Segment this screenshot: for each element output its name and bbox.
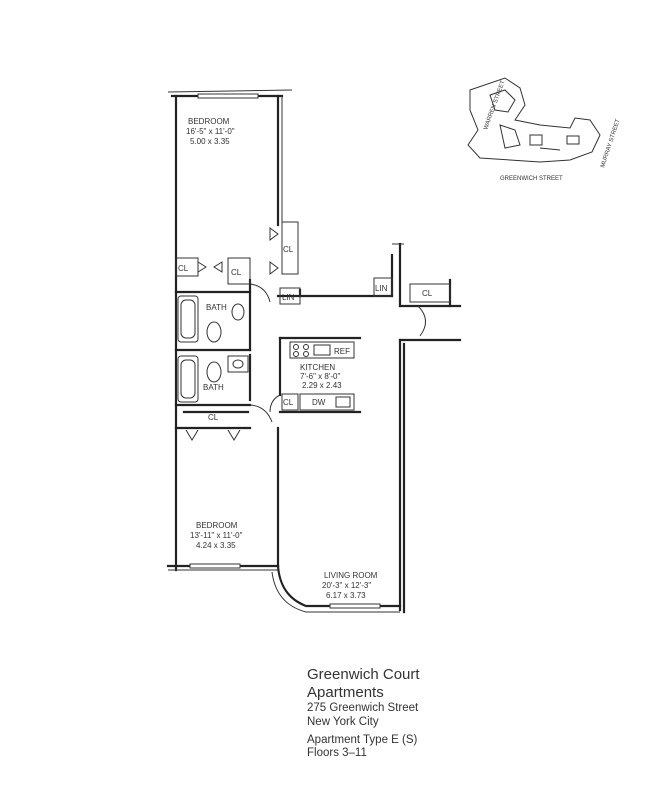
window-bedroom2 xyxy=(189,563,241,569)
closet-label-6: CL xyxy=(283,398,294,407)
kitchen-name: KITCHEN xyxy=(300,363,335,372)
bath1-name: BATH xyxy=(206,303,227,312)
closet-label-4: CL xyxy=(422,289,433,298)
living-dim-metric: 6.17 x 3.73 xyxy=(326,591,366,600)
room-living: LIVING ROOM 20'-3" x 12'-3" 6.17 x 3.73 xyxy=(322,571,378,600)
kitchen-dim-metric: 2.29 x 2.43 xyxy=(302,381,342,390)
caption-title-2: Apartments xyxy=(307,684,384,701)
key-plan: WARREN STREET MURRAY STREET GREENWICH ST… xyxy=(467,77,622,182)
bedroom1-dim-imperial: 16'-5" x 11'-0" xyxy=(186,127,235,136)
caption-city: New York City xyxy=(307,715,379,728)
window-living xyxy=(329,603,381,609)
room-bedroom1: BEDROOM 16'-5" x 11'-0" 5.00 x 3.35 xyxy=(186,117,235,146)
bedroom2-dim-metric: 4.24 x 3.35 xyxy=(196,541,236,550)
linen-label-2: LIN xyxy=(375,284,388,293)
ref-label: REF xyxy=(334,347,350,356)
key-street-east: MURRAY STREET xyxy=(600,118,622,168)
closet-label-3: CL xyxy=(231,268,242,277)
kitchen-dim-imperial: 7'-6" x 8'-0" xyxy=(300,372,340,381)
room-bedroom2: BEDROOM 13'-11" x 11'-0" 4.24 x 3.35 xyxy=(190,521,243,550)
bedroom2-dim-imperial: 13'-11" x 11'-0" xyxy=(190,531,243,540)
key-street-south: GREENWICH STREET xyxy=(500,176,563,182)
living-dim-imperial: 20'-3" x 12'-3" xyxy=(322,581,371,590)
bedroom1-name: BEDROOM xyxy=(188,117,230,126)
bedroom2-name: BEDROOM xyxy=(196,521,238,530)
dw-label: DW xyxy=(312,398,326,407)
caption-apt-type: Apartment Type E (S) xyxy=(307,733,418,746)
caption-address: 275 Greenwich Street xyxy=(307,702,419,714)
key-street-west: WARREN STREET xyxy=(483,80,506,131)
doors xyxy=(185,227,426,441)
bath-fixtures xyxy=(177,295,249,403)
room-bath2: BATH xyxy=(203,383,224,392)
closet-label-2: CL xyxy=(178,264,189,273)
bedroom1-dim-metric: 5.00 x 3.35 xyxy=(190,137,230,146)
caption-floors: Floors 3–11 xyxy=(307,747,367,760)
room-kitchen: KITCHEN 7'-6" x 8'-0" 2.29 x 2.43 xyxy=(300,363,342,390)
bath2-name: BATH xyxy=(203,383,224,392)
closets: CL CL CL LIN LIN CL CL CL xyxy=(175,221,451,422)
closet-label-5: CL xyxy=(208,413,219,422)
room-bath1: BATH xyxy=(206,303,227,312)
living-name: LIVING ROOM xyxy=(324,571,378,580)
plan-caption: Greenwich Court Apartments 275 Greenwich… xyxy=(307,666,420,761)
kitchen-fixtures: REF DW xyxy=(289,341,355,411)
closet-label-1: CL xyxy=(283,245,294,254)
caption-title-1: Greenwich Court xyxy=(307,666,420,683)
window-bedroom1 xyxy=(197,93,259,99)
linen-label-1: LIN xyxy=(282,293,295,302)
